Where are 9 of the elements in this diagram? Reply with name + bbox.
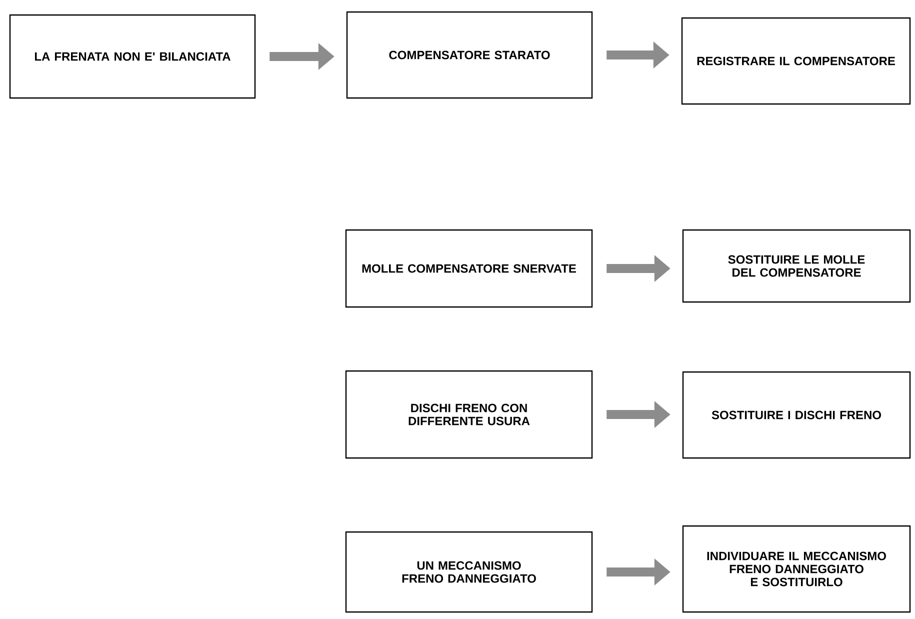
text-box: SOSTITUIRE LE MOLLE DEL COMPENSATORE: [682, 229, 911, 303]
text-box: REGISTRARE IL COMPENSATORE: [681, 17, 911, 105]
text-box: DISCHI FRENO CON DIFFERENTE USURA: [345, 370, 593, 459]
text-box: COMPENSATORE STARATO: [346, 11, 593, 99]
text-box: UN MECCANISMO FRENO DANNEGGIATO: [345, 531, 593, 613]
text-box: MOLLE COMPENSATORE SNERVATE: [345, 229, 593, 308]
text-box: LA FRENATA NON E' BILANCIATA: [9, 14, 256, 99]
text-box: SOSTITUIRE I DISCHI FRENO: [682, 371, 911, 459]
text-box: INDIVIDUARE IL MECCANISMO FRENO DANNEGGIATO E SOSTITUIRLO: [682, 525, 911, 613]
